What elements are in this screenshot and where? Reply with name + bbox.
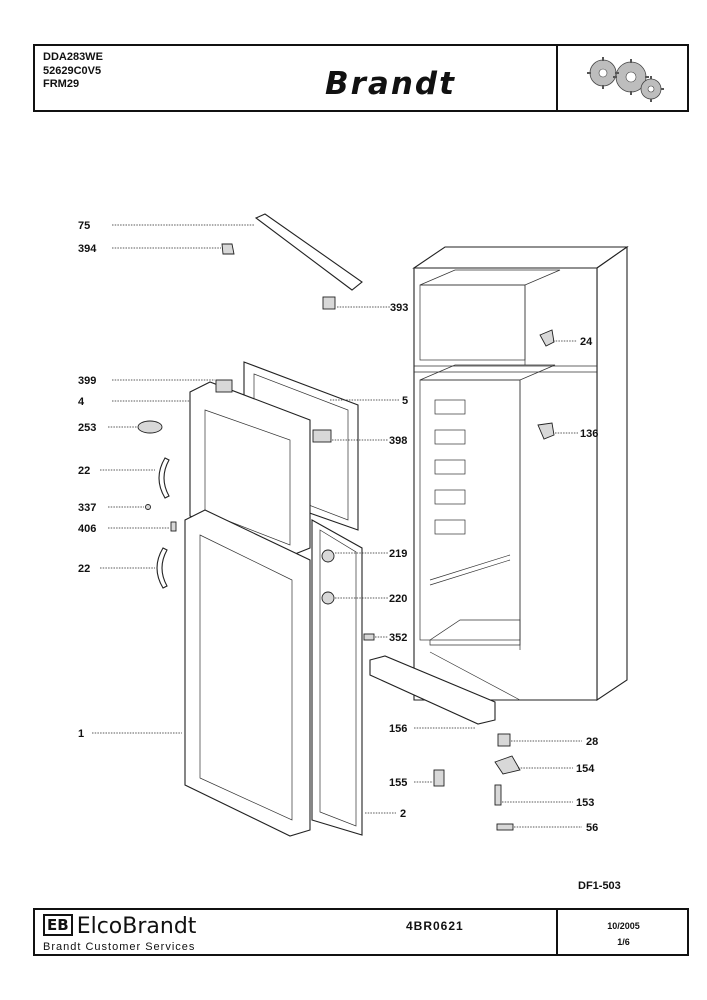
document-number: 4BR0621 xyxy=(406,919,464,933)
leader-lines xyxy=(92,224,582,828)
callout-22-top: 22 xyxy=(78,465,90,477)
header-divider xyxy=(556,46,558,110)
callout-153: 153 xyxy=(576,797,594,809)
callout-219: 219 xyxy=(389,548,407,560)
top-handle-rail xyxy=(221,213,363,310)
callout-136: 136 xyxy=(580,428,598,440)
callout-5: 5 xyxy=(402,395,408,407)
callout-labels: 75 394 393 24 399 4 5 253 398 136 22 337… xyxy=(78,220,598,834)
company-name: ElcoBrandt xyxy=(76,914,197,939)
freezer-door xyxy=(189,361,359,557)
callout-24: 24 xyxy=(580,336,593,348)
callout-399: 399 xyxy=(78,375,96,387)
fridge-door xyxy=(184,509,375,837)
callout-1: 1 xyxy=(78,728,84,740)
callout-352: 352 xyxy=(389,632,407,644)
cabinet xyxy=(412,245,629,702)
document-date: 10/2005 xyxy=(607,921,640,931)
callout-4: 4 xyxy=(78,396,85,408)
callout-28: 28 xyxy=(586,736,598,748)
callout-406: 406 xyxy=(78,523,96,535)
service-name: Brandt Customer Services xyxy=(43,941,196,953)
callout-56: 56 xyxy=(586,822,598,834)
brand-logo: Brandt xyxy=(325,66,456,102)
callout-75: 75 xyxy=(78,220,90,232)
model-codes: DDA283WE 52629C0V5 FRM29 xyxy=(43,51,103,92)
callout-154: 154 xyxy=(576,763,595,775)
header-block: DDA283WE 52629C0V5 FRM29 Brandt xyxy=(33,44,689,112)
gears-icon xyxy=(587,57,664,102)
callout-253: 253 xyxy=(78,422,96,434)
callout-220: 220 xyxy=(389,593,407,605)
model-code: DDA283WE xyxy=(43,51,103,63)
callout-156: 156 xyxy=(389,723,407,735)
callout-337: 337 xyxy=(78,502,96,514)
range-code: FRM29 xyxy=(43,78,80,90)
callout-394: 394 xyxy=(78,243,97,255)
callout-22-bottom: 22 xyxy=(78,563,90,575)
callout-398: 398 xyxy=(389,435,407,447)
callout-155: 155 xyxy=(389,777,407,789)
callout-393: 393 xyxy=(390,302,408,314)
page-number: 1/6 xyxy=(617,937,630,947)
small-parts xyxy=(137,329,555,831)
callout-2: 2 xyxy=(400,808,406,820)
diagram-reference: DF1-503 xyxy=(578,880,621,892)
company-mark-icon: EB xyxy=(43,914,73,936)
product-code: 52629C0V5 xyxy=(43,64,102,77)
footer-divider xyxy=(556,910,558,954)
